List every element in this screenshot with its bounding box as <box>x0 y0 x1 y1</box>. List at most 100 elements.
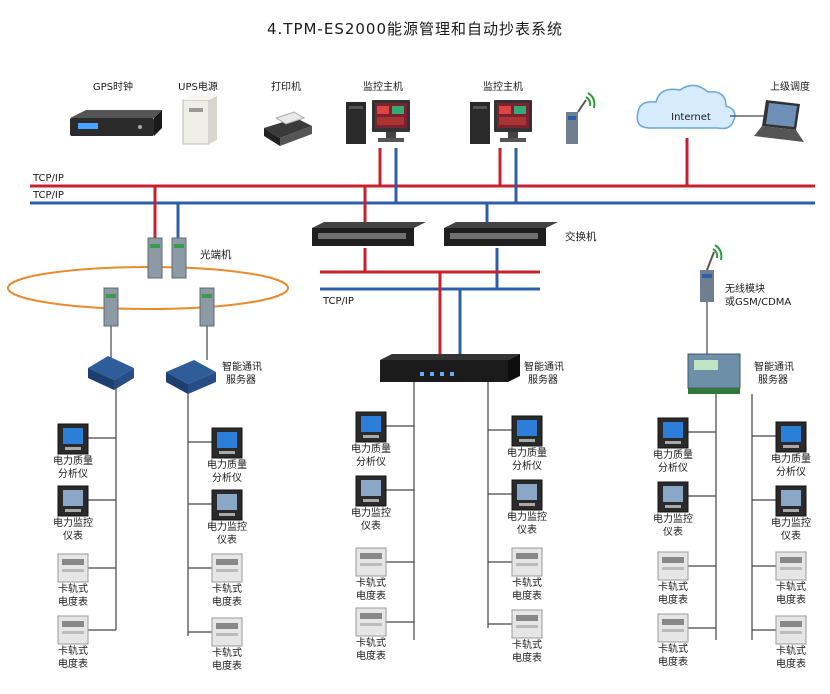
ups-power-icon <box>182 96 217 145</box>
fiber-transceiver-icon <box>147 237 163 279</box>
pm-label-line1: 电力监控 <box>207 520 247 533</box>
rail-meter-icon <box>511 609 543 639</box>
rail-label-line2: 电度表 <box>658 593 688 606</box>
pq-label-line2: 分析仪 <box>212 471 242 484</box>
pm-label-line1: 电力监控 <box>507 510 547 523</box>
host2-label: 监控主机 <box>483 80 523 93</box>
pq-label-line1: 电力质量 <box>507 446 547 459</box>
pq-label-line1: 电力质量 <box>53 454 93 467</box>
rail-label-line2: 电度表 <box>356 589 386 602</box>
rail-label-line1: 卡轨式 <box>776 644 806 657</box>
fiber-transceiver-icon <box>171 237 187 279</box>
pq-label-line2: 分析仪 <box>776 465 806 478</box>
pm-label-line1: 电力监控 <box>653 512 693 525</box>
rail-label-line1: 卡轨式 <box>212 646 242 659</box>
rail-label-line2: 电度表 <box>658 655 688 668</box>
wireless-label-2: 或GSM/CDMA <box>725 296 791 308</box>
pm-label-line2: 仪表 <box>517 523 537 536</box>
power-meter-icon <box>57 423 89 455</box>
pq-label-line1: 电力质量 <box>653 448 693 461</box>
rail-meter-icon <box>775 615 807 645</box>
monitor-host-icon <box>346 100 410 144</box>
rail-label-line2: 电度表 <box>58 657 88 670</box>
host1-label: 监控主机 <box>363 80 403 93</box>
pq-label-line1: 电力质量 <box>771 452 811 465</box>
comm-server-icon <box>687 353 741 394</box>
fiber-transceiver-icon <box>103 287 119 327</box>
pq-label-line1: 电力质量 <box>207 458 247 471</box>
pm-label-line2: 仪表 <box>361 519 381 532</box>
rail-label-line2: 电度表 <box>776 657 806 670</box>
pq-label-line2: 分析仪 <box>512 459 542 472</box>
tcp-label-3: TCP/IP <box>322 296 354 307</box>
rail-label-line1: 卡轨式 <box>58 644 88 657</box>
rail-meter-icon <box>211 553 243 583</box>
rail-label-line1: 卡轨式 <box>512 638 542 651</box>
pm-label-line2: 仪表 <box>217 533 237 546</box>
rail-label-line1: 卡轨式 <box>356 636 386 649</box>
rail-label-line2: 电度表 <box>58 595 88 608</box>
wireless-module-icon <box>700 244 723 302</box>
rail-label-line2: 电度表 <box>212 659 242 672</box>
fiber-label: 光端机 <box>200 248 232 261</box>
gps-label: GPS时钟 <box>93 80 133 93</box>
power-meter-icon <box>57 485 89 517</box>
rail-meter-icon <box>355 547 387 577</box>
rail-label-line2: 电度表 <box>512 651 542 664</box>
comm-server-icon <box>88 356 134 390</box>
monitor-host-icon <box>470 100 532 144</box>
server-m-label-1: 智能通讯 <box>524 360 564 373</box>
rail-meter-icon <box>355 607 387 637</box>
pm-label-line1: 电力监控 <box>771 516 811 529</box>
rail-meter-icon <box>657 551 689 581</box>
tcp-label-2: TCP/IP <box>32 190 64 201</box>
diagram-title: 4.TPM-ES2000能源管理和自动抄表系统 <box>267 20 563 38</box>
gps-clock-icon <box>70 110 162 136</box>
rail-label-line1: 卡轨式 <box>658 642 688 655</box>
printer-icon <box>264 111 312 146</box>
power-meter-icon <box>657 417 689 449</box>
pq-label-line2: 分析仪 <box>356 455 386 468</box>
rail-label-line1: 卡轨式 <box>356 576 386 589</box>
pm-label-line1: 电力监控 <box>351 506 391 519</box>
printer-label: 打印机 <box>271 80 301 93</box>
laptop-icon <box>754 100 804 142</box>
comm-server-icon <box>166 360 216 394</box>
pm-label-line2: 仪表 <box>663 525 683 538</box>
rail-label-line1: 卡轨式 <box>658 580 688 593</box>
wireless-label-1: 无线模块 <box>725 282 765 295</box>
rail-label-line2: 电度表 <box>212 595 242 608</box>
pq-label-line2: 分析仪 <box>658 461 688 474</box>
rail-label-line2: 电度表 <box>356 649 386 662</box>
rail-label-line2: 电度表 <box>512 589 542 602</box>
rail-meter-icon <box>57 615 89 645</box>
server-l-label-2: 服务器 <box>226 373 256 386</box>
switch-label: 交换机 <box>565 230 597 243</box>
power-meter-icon <box>211 427 243 459</box>
power-meter-icon <box>355 475 387 507</box>
rail-label-line2: 电度表 <box>776 593 806 606</box>
power-meter-icon <box>511 479 543 511</box>
rail-meter-icon <box>775 551 807 581</box>
server-m-label-2: 服务器 <box>528 373 558 386</box>
internet-label: Internet <box>671 112 711 123</box>
server-r-label-1: 智能通讯 <box>754 360 794 373</box>
server-l-label-1: 智能通讯 <box>222 360 262 373</box>
tcp-label-1: TCP/IP <box>32 173 64 184</box>
ups-label: UPS电源 <box>178 80 218 93</box>
rail-label-line1: 卡轨式 <box>58 582 88 595</box>
switch-icon <box>444 222 558 246</box>
server-r-label-2: 服务器 <box>758 373 788 386</box>
power-meter-icon <box>657 481 689 513</box>
rail-label-line1: 卡轨式 <box>512 576 542 589</box>
pm-label-line2: 仪表 <box>63 529 83 542</box>
internet-cloud-icon <box>636 84 736 130</box>
switch-icon <box>312 222 426 246</box>
power-meter-icon <box>211 489 243 521</box>
rail-label-line1: 卡轨式 <box>212 582 242 595</box>
rail-label-line1: 卡轨式 <box>776 580 806 593</box>
pq-label-line1: 电力质量 <box>351 442 391 455</box>
device-layer: 电力质量分析仪电力监控仪表卡轨式电度表卡轨式电度表电力质量分析仪电力监控仪表卡轨… <box>53 380 811 672</box>
